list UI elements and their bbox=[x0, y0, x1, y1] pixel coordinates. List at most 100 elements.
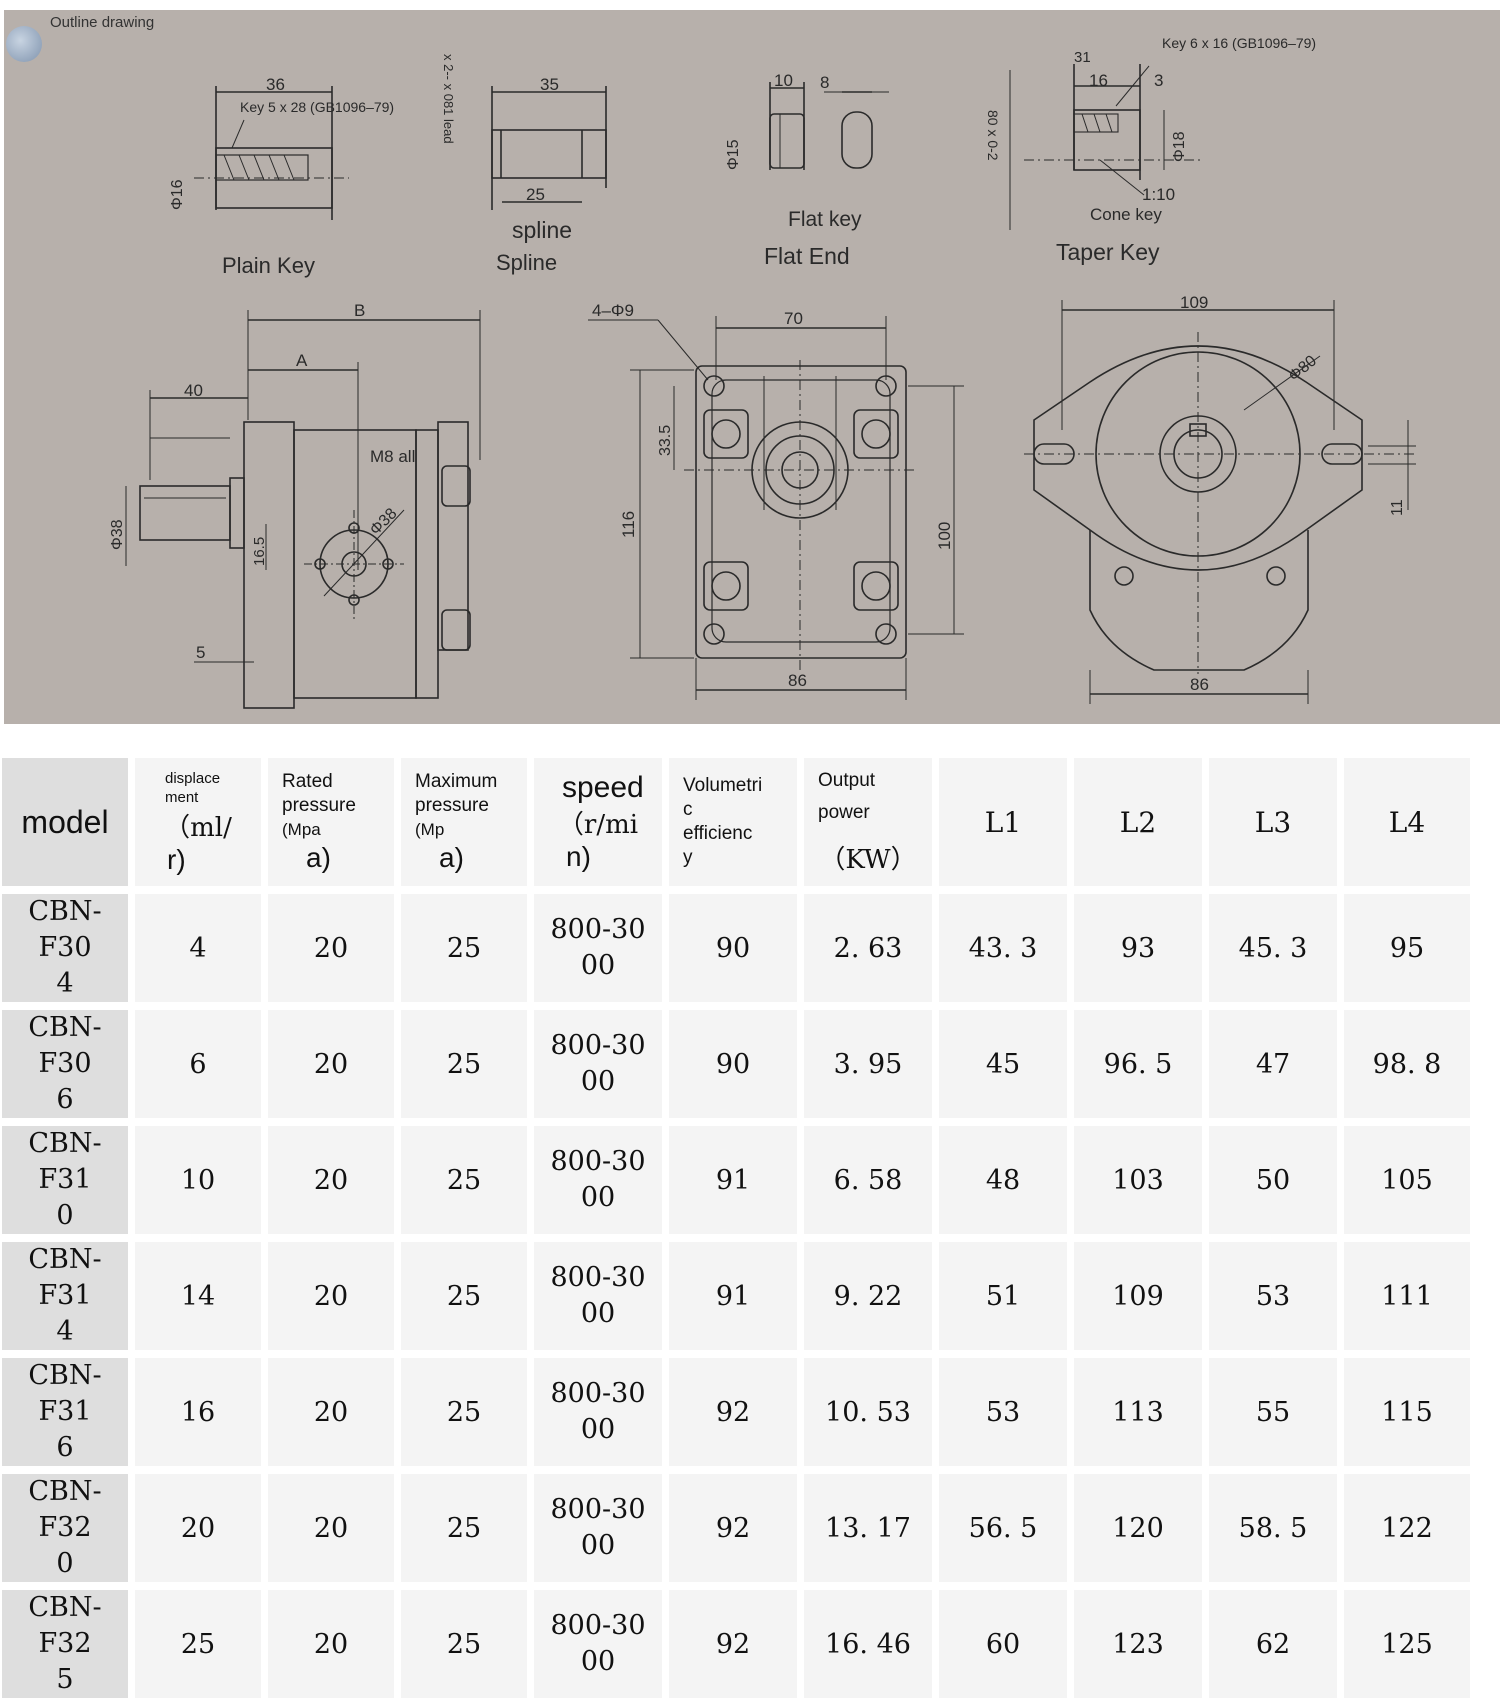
taper-key-dim-3: 3 bbox=[1154, 71, 1163, 90]
taper-key-dim-31: 31 bbox=[1074, 49, 1091, 66]
cell-l2: 113 bbox=[1074, 1358, 1202, 1466]
cell-l3: 53 bbox=[1209, 1242, 1337, 1350]
side-dim-40: 40 bbox=[184, 381, 203, 400]
cell-l1: 60 bbox=[939, 1590, 1067, 1698]
header-l3: L3 bbox=[1209, 758, 1337, 886]
cell-l2: 93 bbox=[1074, 894, 1202, 1002]
cell-rated-pressure: 20 bbox=[268, 894, 394, 1002]
taper-key-note: Key 6 x 16 (GB1096–79) bbox=[1162, 35, 1316, 51]
side-dim-a: A bbox=[296, 351, 308, 370]
header-l4: L4 bbox=[1344, 758, 1470, 886]
cell-l4: 111 bbox=[1344, 1242, 1470, 1350]
header-l2: L2 bbox=[1074, 758, 1202, 886]
cell-max-pressure: 25 bbox=[401, 1242, 527, 1350]
cell-l2: 120 bbox=[1074, 1474, 1202, 1582]
cell-displacement: 6 bbox=[135, 1010, 261, 1118]
side-thread: M8 all bbox=[370, 447, 415, 466]
cell-l3: 45. 3 bbox=[1209, 894, 1337, 1002]
cell-max-pressure: 25 bbox=[401, 1126, 527, 1234]
cell-max-pressure: 25 bbox=[401, 1358, 527, 1466]
cell-rated-pressure: 20 bbox=[268, 1242, 394, 1350]
spec-table-container: model displace ment （ml/ r) Rated pressu… bbox=[0, 750, 1504, 1706]
cell-l3: 62 bbox=[1209, 1590, 1337, 1698]
front-dim-86: 86 bbox=[788, 671, 807, 690]
cell-max-pressure: 25 bbox=[401, 1590, 527, 1698]
outline-drawing: Outline drawing 36 Key 5 x 28 (GB1096–79… bbox=[4, 10, 1500, 724]
spline-title: Spline bbox=[496, 250, 557, 275]
cell-max-pressure: 25 bbox=[401, 894, 527, 1002]
cell-volumetric-efficiency: 91 bbox=[669, 1126, 797, 1234]
plain-key-dia: Φ16 bbox=[169, 179, 186, 210]
cell-output-power: 2. 63 bbox=[804, 894, 932, 1002]
cell-l4: 115 bbox=[1344, 1358, 1470, 1466]
front-dim-100: 100 bbox=[935, 522, 954, 550]
rear-dim-109: 109 bbox=[1180, 293, 1208, 312]
cell-output-power: 9. 22 bbox=[804, 1242, 932, 1350]
header-row: model displace ment （ml/ r) Rated pressu… bbox=[2, 758, 1470, 886]
cell-displacement: 10 bbox=[135, 1126, 261, 1234]
cell-l2: 103 bbox=[1074, 1126, 1202, 1234]
flat-end-dim-10: 10 bbox=[774, 71, 793, 90]
cell-displacement: 16 bbox=[135, 1358, 261, 1466]
flat-end-view: 10 8 Φ15 Flat key Flat End bbox=[725, 71, 889, 269]
spline-dim-25: 25 bbox=[526, 185, 545, 204]
front-dim-70: 70 bbox=[784, 309, 803, 328]
cell-rated-pressure: 20 bbox=[268, 1474, 394, 1582]
taper-key-side-note: 80 x 0-2 bbox=[985, 110, 1001, 161]
flat-end-dim-8: 8 bbox=[820, 73, 829, 92]
cell-rated-pressure: 20 bbox=[268, 1590, 394, 1698]
spline-view: 35 25 x 2-- x 081 lead spline Spline bbox=[441, 54, 607, 275]
cell-volumetric-efficiency: 92 bbox=[669, 1474, 797, 1582]
cell-max-pressure: 25 bbox=[401, 1010, 527, 1118]
cell-l3: 47 bbox=[1209, 1010, 1337, 1118]
side-dim-16-5: 16.5 bbox=[251, 537, 268, 566]
side-dim-b: B bbox=[354, 301, 365, 320]
side-dim-5: 5 bbox=[196, 643, 205, 662]
cell-l4: 98. 8 bbox=[1344, 1010, 1470, 1118]
taper-key-ratio: 1:10 bbox=[1142, 185, 1175, 204]
cell-l2: 123 bbox=[1074, 1590, 1202, 1698]
taper-key-view: Key 6 x 16 (GB1096–79) 31 16 3 Φ18 1:10 … bbox=[985, 35, 1316, 265]
cell-rated-pressure: 20 bbox=[268, 1010, 394, 1118]
cell-l2: 109 bbox=[1074, 1242, 1202, 1350]
cell-displacement: 14 bbox=[135, 1242, 261, 1350]
header-rated-pressure: Rated pressure (Mpa a) bbox=[268, 758, 394, 886]
cell-rated-pressure: 20 bbox=[268, 1358, 394, 1466]
cell-output-power: 3. 95 bbox=[804, 1010, 932, 1118]
cell-displacement: 25 bbox=[135, 1590, 261, 1698]
cell-l4: 125 bbox=[1344, 1590, 1470, 1698]
cell-volumetric-efficiency: 92 bbox=[669, 1358, 797, 1466]
cell-volumetric-efficiency: 91 bbox=[669, 1242, 797, 1350]
side-dia-flange: Φ38 bbox=[109, 519, 126, 550]
cell-l3: 58. 5 bbox=[1209, 1474, 1337, 1582]
rear-dim-86: 86 bbox=[1190, 675, 1209, 694]
technical-drawing-svg: 36 Key 5 x 28 (GB1096–79) Φ16 Plain Key … bbox=[109, 35, 1416, 709]
cell-l1: 45 bbox=[939, 1010, 1067, 1118]
cell-l1: 48 bbox=[939, 1126, 1067, 1234]
cell-l4: 95 bbox=[1344, 894, 1470, 1002]
drawing-header-note: Outline drawing bbox=[50, 14, 155, 31]
cell-l1: 51 bbox=[939, 1242, 1067, 1350]
plain-key-title: Plain Key bbox=[222, 253, 315, 278]
front-dim-116: 116 bbox=[619, 511, 638, 538]
cell-volumetric-efficiency: 90 bbox=[669, 1010, 797, 1118]
logo-icon bbox=[6, 26, 42, 62]
front-dim-33-5: 33.5 bbox=[657, 425, 674, 456]
cell-output-power: 6. 58 bbox=[804, 1126, 932, 1234]
